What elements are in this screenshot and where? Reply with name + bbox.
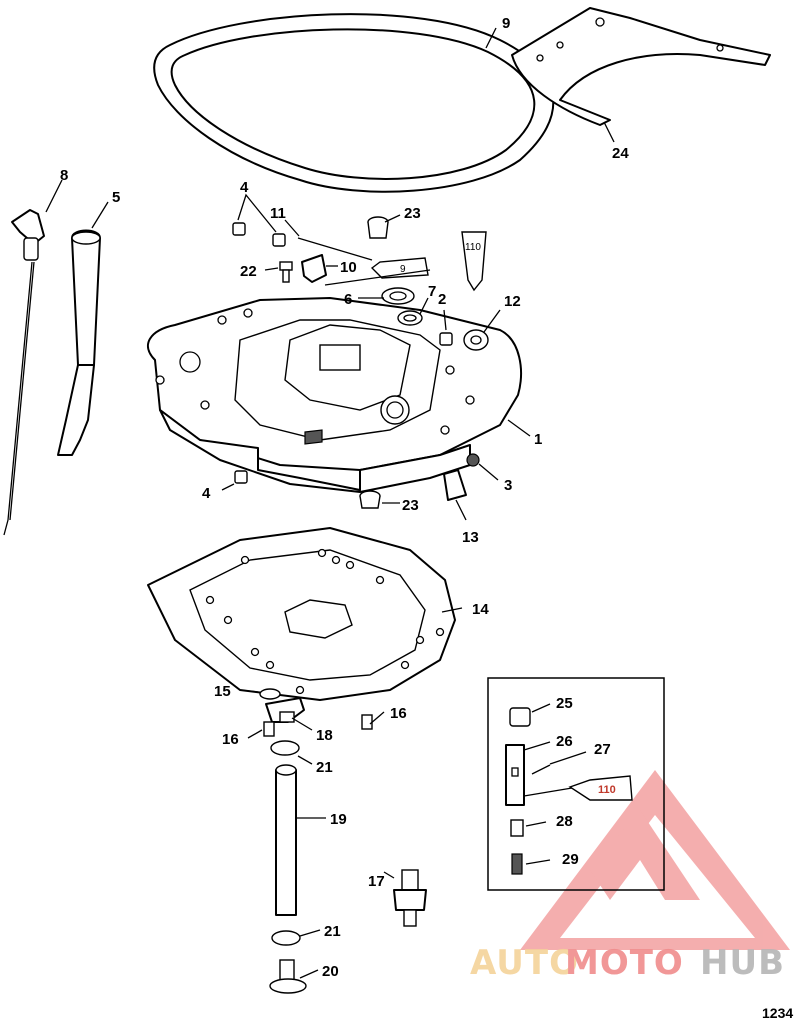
callout-23-upper: 23 [404,205,421,222]
part-3-nut [466,453,480,467]
callout-18: 18 [316,727,333,744]
part-6-washer [381,287,415,305]
figure-number: 1234 [762,1005,793,1021]
callout-4-lower: 4 [202,485,211,502]
sealant-tube-110-inset: 110 [568,775,633,801]
part-27-spring-pin [531,764,551,775]
tube-label-110-inset: 110 [598,784,616,796]
callout-3: 3 [504,477,512,494]
part-28-pin [510,819,524,837]
callout-11: 11 [270,205,286,222]
part-9-cowl-seal [153,13,555,193]
part-21-clamp-upper [270,740,300,756]
callout-17: 17 [368,873,385,890]
part-23-grommet-lower [359,490,381,509]
callout-23-lower: 23 [402,497,419,514]
callout-10: 10 [340,259,357,276]
callout-9: 9 [502,15,510,32]
part-22-screw [279,261,293,283]
callout-2: 2 [438,291,446,308]
part-17-fitting [393,869,427,927]
inset-box: 110 [487,677,665,891]
part-13-boot [443,469,467,501]
part-19-water-tube [275,764,297,916]
watermark-text-auto: AUTO [470,943,579,983]
callout-5: 5 [112,189,120,206]
part-12-grommet [463,329,489,351]
part-25-cap [509,707,531,727]
callout-21-upper: 21 [316,759,333,776]
callout-6: 6 [344,291,352,308]
tube-label-9: 9 [400,264,406,275]
callout-27: 27 [594,741,611,758]
callout-16-right: 16 [390,705,407,722]
callout-26: 26 [556,733,573,750]
part-15-o-ring [259,688,281,700]
tube-label-110-upper: 110 [465,242,481,253]
part-8-dipstick [3,209,45,536]
callout-28: 28 [556,813,573,830]
watermark-triangle [520,770,790,950]
callout-8: 8 [60,167,68,184]
callout-12: 12 [504,293,521,310]
watermark-text-hub: HUB [700,943,785,983]
callout-25: 25 [556,695,573,712]
part-21-clamp-lower [271,930,301,946]
part-23-grommet-upper [367,216,389,239]
part-18-seal-housing [265,697,305,723]
callout-7: 7 [428,283,436,300]
part-24-gasket-strip [511,7,771,126]
callout-29: 29 [562,851,579,868]
watermark-text-moto: MOTO [565,943,684,983]
gasket-holes [205,548,445,695]
part-26-valve [505,744,525,806]
part-4-dowels [232,222,286,484]
callout-13: 13 [462,529,479,546]
callout-4-upper: 4 [240,179,249,196]
part-1-adapter-plate [146,297,522,493]
mounting-holes [155,308,475,435]
callout-24: 24 [612,145,629,162]
part-10-fitting [301,254,327,283]
watermark-logo [520,770,790,950]
part-5-dipstick-tube [57,229,101,456]
sealant-tube-110-upper: 110 [461,231,487,292]
part-14-base-gasket [147,527,456,701]
part-2-plug [439,332,453,346]
callout-16-left: 16 [222,731,239,748]
part-7-washer [397,310,423,326]
callout-22: 22 [240,263,257,280]
callout-15: 15 [214,683,231,700]
sealant-tube-9: 9 [370,257,429,279]
callout-21-lower: 21 [324,923,341,940]
callout-14: 14 [472,601,489,618]
leader-lines [45,27,615,979]
callout-1: 1 [534,431,542,448]
watermark-wordmark: AUTO MOTO HUB [470,943,785,983]
part-20-bushing [269,959,307,994]
callout-20: 20 [322,963,339,980]
part-29-spring [511,853,523,875]
part-11-pin [297,237,373,261]
callout-19: 19 [330,811,347,828]
callouts: 9 24 8 5 4 11 23 22 10 6 7 2 12 1 3 4 23… [60,15,629,980]
